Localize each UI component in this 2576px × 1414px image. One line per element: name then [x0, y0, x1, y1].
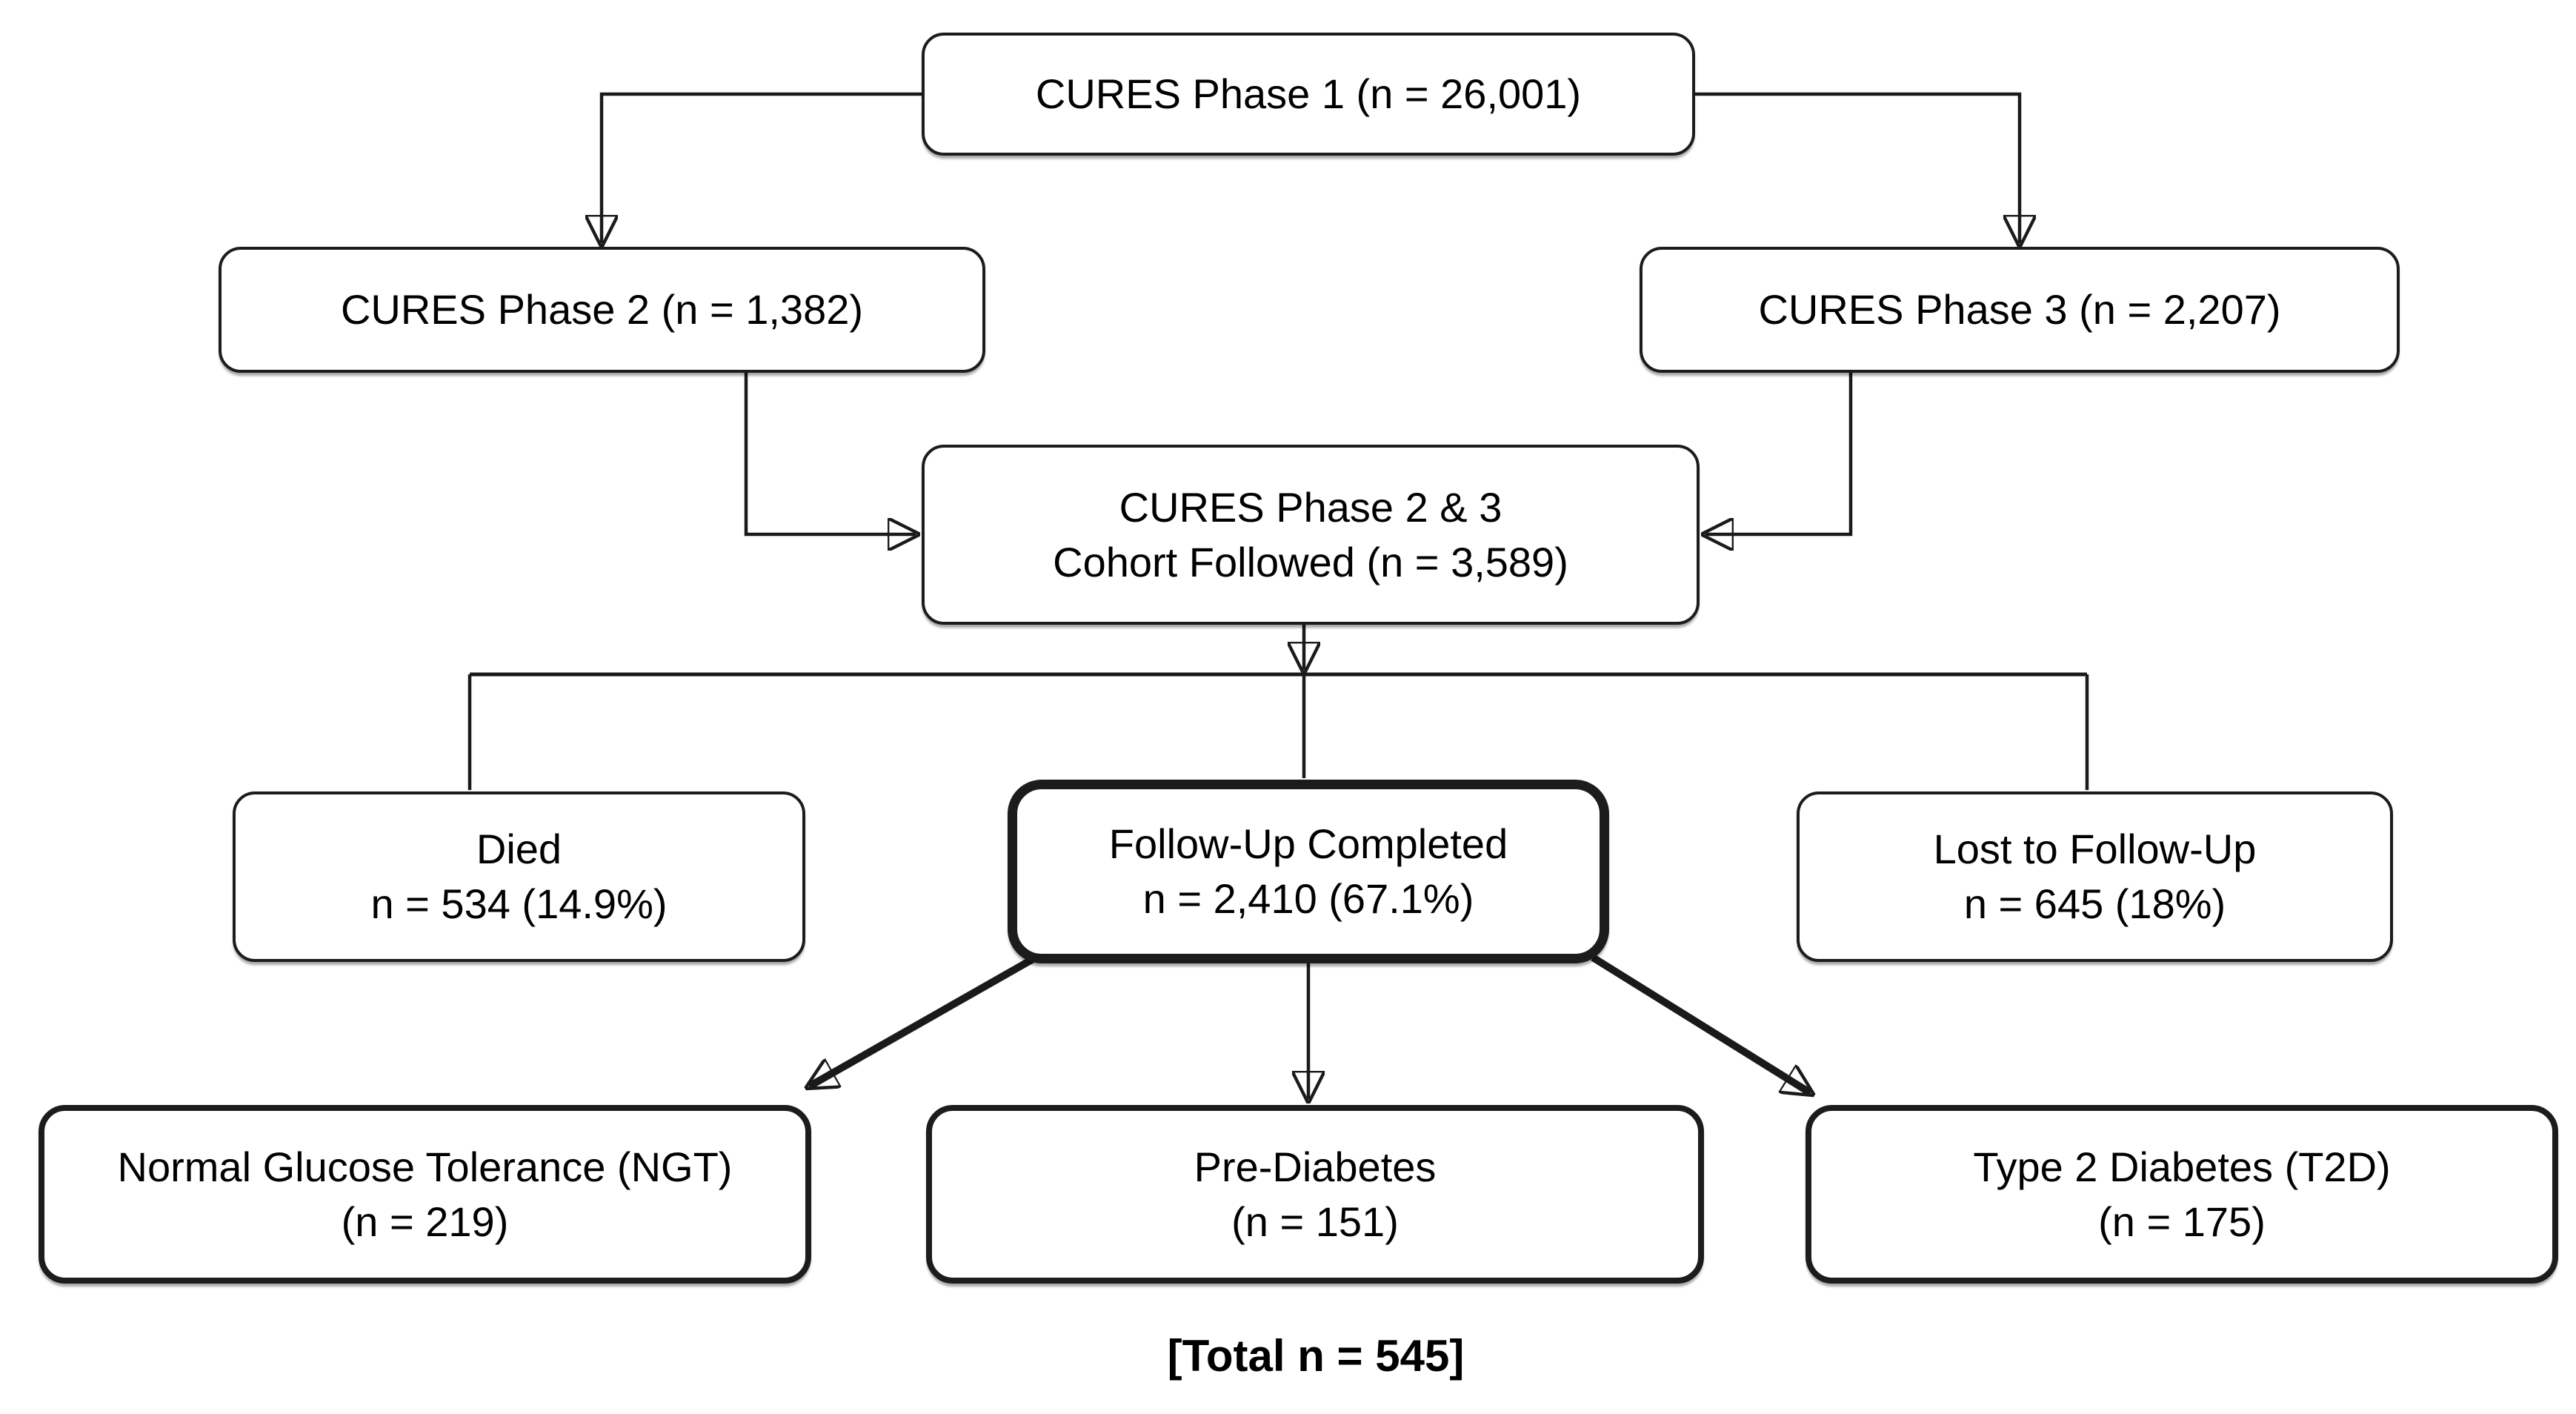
node-pre-diabetes: Pre-Diabetes (n = 151)	[926, 1105, 1704, 1284]
node-label-line2: n = 645 (18%)	[1963, 880, 2226, 927]
node-label-line2: n = 2,410 (67.1%)	[1142, 875, 1474, 922]
node-type-2-diabetes: Type 2 Diabetes (T2D) (n = 175)	[1805, 1105, 2558, 1284]
node-label-line2: Cohort Followed (n = 3,589)	[1053, 538, 1568, 585]
node-normal-glucose-tolerance: Normal Glucose Tolerance (NGT) (n = 219)	[39, 1105, 811, 1284]
node-label-line1: Normal Glucose Tolerance (NGT)	[117, 1143, 733, 1190]
node-follow-up-completed: Follow-Up Completed n = 2,410 (67.1%)	[1008, 780, 1609, 963]
node-label-line2: (n = 219)	[341, 1198, 509, 1245]
connector-followup-to-ngt	[809, 954, 1038, 1086]
connector-phase1-to-phase2	[602, 92, 922, 243]
connector-phase3-to-cohort	[1705, 373, 1853, 534]
node-label-line1: Pre-Diabetes	[1194, 1143, 1437, 1190]
node-lost-to-follow-up: Lost to Follow-Up n = 645 (18%)	[1797, 791, 2393, 962]
node-label-line1: Died	[476, 826, 562, 873]
node-label-line1: CURES Phase 2 & 3	[1119, 483, 1502, 531]
node-cures-phase-3: CURES Phase 3 (n = 2,207)	[1640, 247, 2400, 373]
node-cures-phase-1: CURES Phase 1 (n = 26,001)	[922, 33, 1695, 156]
connector-phase1-to-phase3	[1695, 92, 2020, 243]
node-label-line2: (n = 175)	[2098, 1198, 2266, 1245]
total-count-label: [Total n = 545]	[1167, 1331, 1465, 1381]
node-died: Died n = 534 (14.9%)	[233, 791, 805, 962]
node-label-line2: n = 534 (14.9%)	[370, 880, 668, 927]
node-label: CURES Phase 1 (n = 26,001)	[1035, 70, 1582, 118]
node-label-line2: (n = 151)	[1231, 1198, 1399, 1245]
node-label-line1: Follow-Up Completed	[1108, 820, 1508, 868]
node-label: CURES Phase 3 (n = 2,207)	[1758, 286, 2281, 333]
connector-phase2-to-cohort	[744, 373, 916, 534]
node-cohort-followed: CURES Phase 2 & 3 Cohort Followed (n = 3…	[922, 445, 1700, 625]
node-label-line1: Lost to Follow-Up	[1933, 826, 2257, 873]
node-label: CURES Phase 2 (n = 1,382)	[340, 286, 864, 333]
node-label-line1: Type 2 Diabetes (T2D)	[1973, 1143, 2391, 1190]
node-cures-phase-2: CURES Phase 2 (n = 1,382)	[219, 247, 985, 373]
connector-followup-to-t2d	[1591, 954, 1811, 1093]
